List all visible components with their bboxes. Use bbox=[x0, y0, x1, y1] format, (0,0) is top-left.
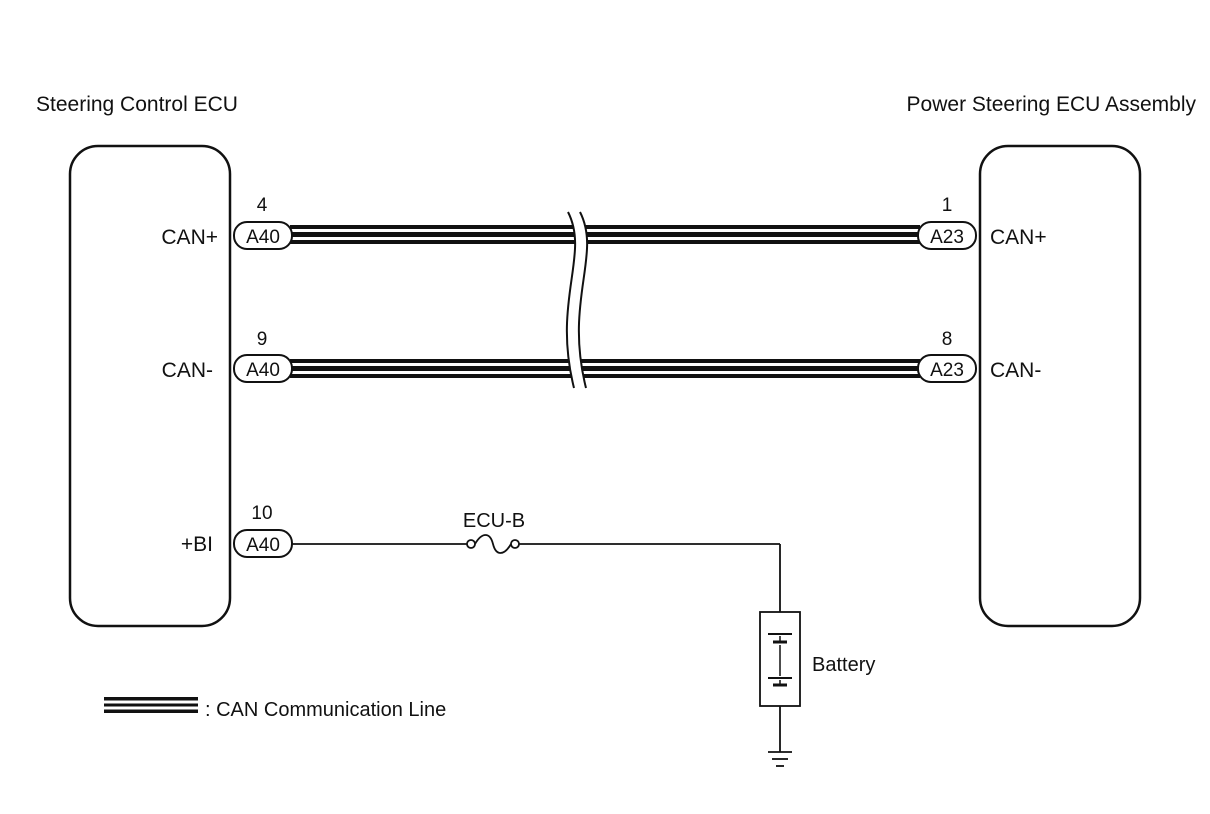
legend-can-line-sample bbox=[104, 697, 198, 713]
fuse-icon bbox=[466, 534, 520, 554]
bi-wire bbox=[290, 543, 781, 612]
connector-right-can-plus-label: A23 bbox=[930, 227, 964, 248]
legend-label: : CAN Communication Line bbox=[205, 699, 446, 721]
connector-right-can-plus: A23 bbox=[917, 221, 977, 250]
left-bi-label: +BI bbox=[181, 533, 213, 556]
right-can-minus-label: CAN- bbox=[990, 359, 1041, 382]
left-can-minus-label: CAN- bbox=[162, 359, 213, 382]
right-ecu-title: Power Steering ECU Assembly bbox=[907, 93, 1197, 116]
can-plus-line bbox=[290, 225, 920, 244]
connector-left-can-minus: A40 bbox=[233, 354, 293, 383]
can-minus-line bbox=[290, 359, 920, 378]
left-ecu-title: Steering Control ECU bbox=[36, 93, 238, 116]
connector-left-bi-label: A40 bbox=[246, 535, 280, 556]
connector-left-bi: A40 bbox=[233, 529, 293, 558]
pin-left-bi: 10 bbox=[251, 503, 272, 524]
fuse-label: ECU-B bbox=[463, 510, 525, 532]
right-can-plus-label: CAN+ bbox=[990, 226, 1047, 249]
pin-right-can-plus: 1 bbox=[942, 195, 953, 216]
line-break-mark bbox=[565, 211, 589, 389]
connector-left-can-minus-label: A40 bbox=[246, 360, 280, 381]
ground-icon bbox=[768, 706, 792, 767]
connector-right-can-minus: A23 bbox=[917, 354, 977, 383]
battery-icon bbox=[759, 611, 801, 707]
connector-left-can-plus-label: A40 bbox=[246, 227, 280, 248]
pin-left-can-minus: 9 bbox=[257, 329, 268, 350]
connector-left-can-plus: A40 bbox=[233, 221, 293, 250]
pin-left-can-plus: 4 bbox=[257, 195, 268, 216]
battery-label: Battery bbox=[812, 654, 875, 676]
pin-right-can-minus: 8 bbox=[942, 329, 953, 350]
left-ecu-box bbox=[68, 144, 232, 628]
left-can-plus-label: CAN+ bbox=[161, 226, 218, 249]
right-ecu-box bbox=[978, 144, 1142, 628]
connector-right-can-minus-label: A23 bbox=[930, 360, 964, 381]
